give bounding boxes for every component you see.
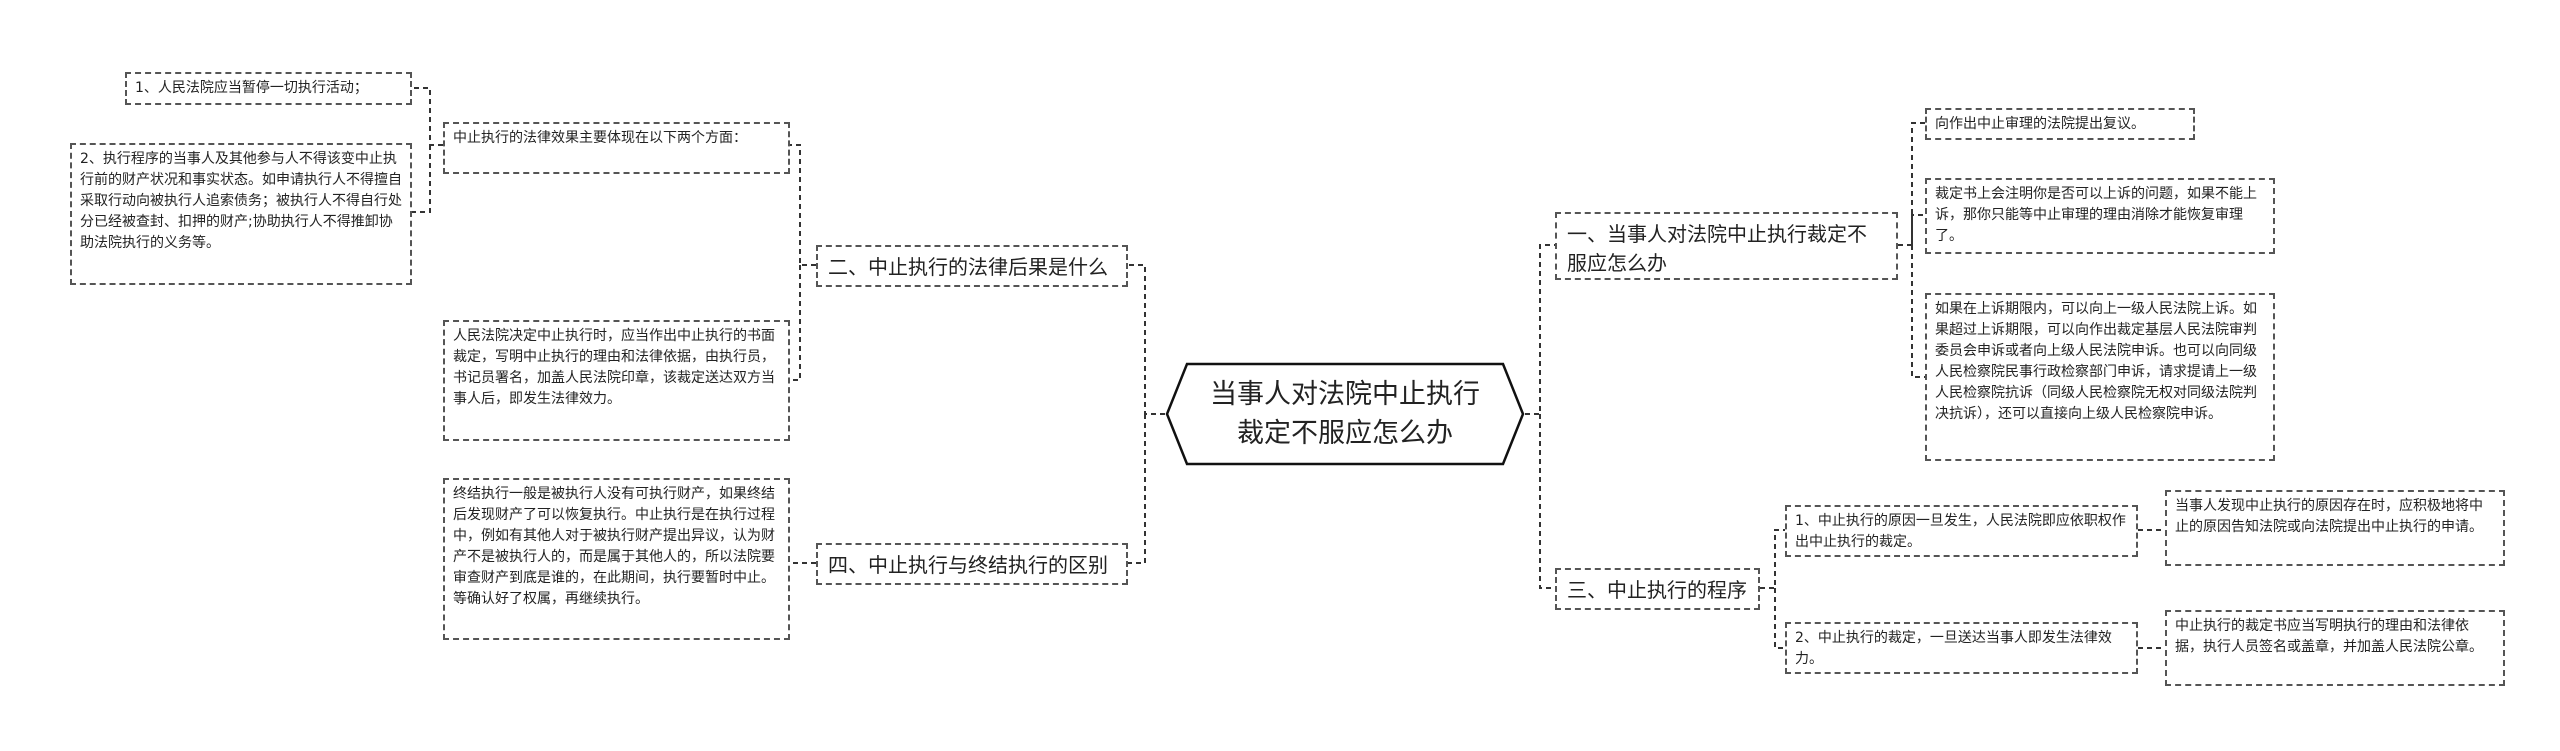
leaf-reconsideration[interactable]: 向作出中止审理的法院提出复议。 [1925,108,2195,140]
branch-appeal-options-label: 一、当事人对法院中止执行裁定不服应怎么办 [1567,222,1867,275]
branch-difference-label: 四、中止执行与终结执行的区别 [828,553,1108,577]
leaf-procedure-step-2[interactable]: 2、中止执行的裁定，一旦送达当事人即发生法律效力。 [1785,622,2138,674]
leaf-written-ruling-text: 人民法院决定中止执行时，应当作出中止执行的书面裁定，写明中止执行的理由和法律依据… [453,328,775,407]
leaf-legal-effects-intro[interactable]: 中止执行的法律效果主要体现在以下两个方面： [443,122,790,174]
leaf-procedure-step-1[interactable]: 1、中止执行的原因一旦发生，人民法院即应依职权作出中止执行的裁定。 [1785,505,2138,557]
leaf-party-notify-court-text: 当事人发现中止执行的原因存在时，应积极地将中止的原因告知法院或向法院提出中止执行… [2175,498,2483,535]
branch-legal-consequences[interactable]: 二、中止执行的法律后果是什么 [816,245,1128,287]
leaf-suspend-activities-text: 1、人民法院应当暂停一切执行活动； [135,80,368,96]
central-topic-shape [1165,362,1525,466]
leaf-legal-effects-intro-text: 中止执行的法律效果主要体现在以下两个方面： [453,130,747,146]
leaf-parties-obligations[interactable]: 2、执行程序的当事人及其他参与人不得该变中止执行前的财产状况和事实状态。如申请执… [70,143,412,285]
branch-legal-consequences-label: 二、中止执行的法律后果是什么 [828,255,1108,279]
leaf-party-notify-court[interactable]: 当事人发现中止执行的原因存在时，应积极地将中止的原因告知法院或向法院提出中止执行… [2165,490,2505,566]
leaf-termination-vs-suspension-text: 终结执行一般是被执行人没有可执行财产，如果终结后发现财产了可以恢复执行。中止执行… [453,486,775,607]
leaf-procedure-step-2-text: 2、中止执行的裁定，一旦送达当事人即发生法律效力。 [1795,630,2112,667]
leaf-appeal-channels-text: 如果在上诉期限内，可以向上一级人民法院上诉。如果超过上诉期限，可以向作出裁定基层… [1935,301,2257,422]
branch-difference[interactable]: 四、中止执行与终结执行的区别 [816,543,1128,585]
leaf-reconsideration-text: 向作出中止审理的法院提出复议。 [1935,116,2145,132]
leaf-ruling-notes-text: 裁定书上会注明你是否可以上诉的问题，如果不能上诉，那你只能等中止审理的理由消除才… [1935,186,2257,244]
leaf-written-ruling[interactable]: 人民法院决定中止执行时，应当作出中止执行的书面裁定，写明中止执行的理由和法律依据… [443,320,790,441]
leaf-termination-vs-suspension[interactable]: 终结执行一般是被执行人没有可执行财产，如果终结后发现财产了可以恢复执行。中止执行… [443,478,790,640]
leaf-ruling-requirements-text: 中止执行的裁定书应当写明执行的理由和法律依据，执行人员签名或盖章，并加盖人民法院… [2175,618,2483,655]
leaf-ruling-requirements[interactable]: 中止执行的裁定书应当写明执行的理由和法律依据，执行人员签名或盖章，并加盖人民法院… [2165,610,2505,686]
branch-procedure-label: 三、中止执行的程序 [1567,578,1747,602]
leaf-procedure-step-1-text: 1、中止执行的原因一旦发生，人民法院即应依职权作出中止执行的裁定。 [1795,513,2126,550]
branch-procedure[interactable]: 三、中止执行的程序 [1555,568,1760,610]
central-topic-label: 当事人对法院中止执行裁定不服应怎么办 [1210,378,1480,449]
leaf-appeal-channels[interactable]: 如果在上诉期限内，可以向上一级人民法院上诉。如果超过上诉期限，可以向作出裁定基层… [1925,293,2275,461]
leaf-suspend-activities[interactable]: 1、人民法院应当暂停一切执行活动； [125,72,412,105]
leaf-parties-obligations-text: 2、执行程序的当事人及其他参与人不得该变中止执行前的财产状况和事实状态。如申请执… [80,151,402,251]
leaf-ruling-notes[interactable]: 裁定书上会注明你是否可以上诉的问题，如果不能上诉，那你只能等中止审理的理由消除才… [1925,178,2275,254]
branch-appeal-options[interactable]: 一、当事人对法院中止执行裁定不服应怎么办 [1555,212,1898,280]
central-topic[interactable]: 当事人对法院中止执行裁定不服应怎么办 [1165,362,1525,466]
